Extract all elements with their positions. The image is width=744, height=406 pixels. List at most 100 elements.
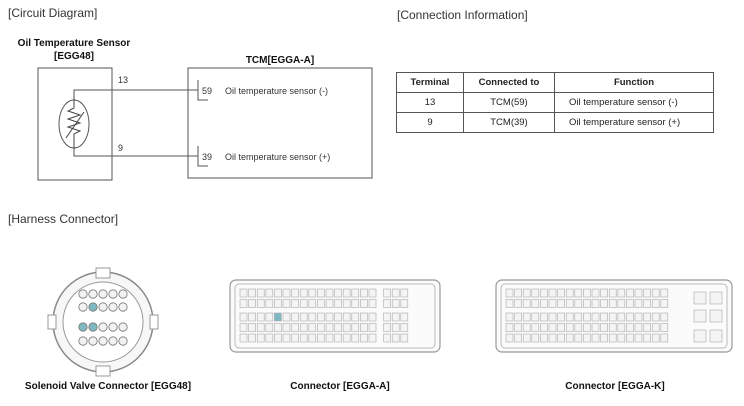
- connector-pin: [256, 288, 265, 298]
- connector-pin: [651, 299, 660, 308]
- connector-pin: [368, 333, 377, 343]
- connector-pin: [557, 299, 565, 308]
- connector-pin: [248, 323, 256, 332]
- connector-pin: [78, 336, 88, 346]
- connector-pin: [591, 299, 600, 308]
- connector-pin: [634, 312, 643, 322]
- connector-pin: [78, 289, 88, 299]
- connector-pin: [505, 288, 514, 298]
- connector-pin: [265, 288, 274, 298]
- connector-pin: [351, 333, 360, 343]
- caption-egg48: Solenoid Valve Connector [EGG48]: [24, 381, 192, 392]
- connector-pin: [651, 312, 660, 322]
- connector-pin: [522, 312, 531, 322]
- header-connected-to: Connected to: [463, 72, 555, 93]
- connector-pin: [608, 299, 617, 308]
- connector-pin: [239, 299, 248, 308]
- connector-pin: [317, 333, 325, 343]
- connector-pin: [342, 299, 351, 308]
- connector-pin: [108, 302, 118, 312]
- connector-pin: [299, 288, 308, 298]
- connector-pin-large: [709, 329, 723, 343]
- connector-pin: [617, 288, 626, 298]
- connector-pin: [325, 333, 334, 343]
- connector-pin: [583, 323, 591, 332]
- connector-pin: [557, 312, 565, 322]
- connector-pin: [368, 299, 377, 308]
- connector-pin: [368, 288, 377, 298]
- connector-pin: [308, 333, 317, 343]
- connector-pin: [565, 299, 574, 308]
- tcm-box: [187, 67, 373, 179]
- connector-pin: [514, 323, 522, 332]
- connector-pin: [660, 312, 669, 322]
- tcm-pin-bracket-upper: [197, 80, 208, 101]
- connector-pin: [239, 323, 248, 332]
- connector-pin: [400, 323, 409, 332]
- connector-pin: [351, 288, 360, 298]
- connector-pin: [308, 312, 317, 322]
- connector-pin: [274, 323, 282, 332]
- connector-pin: [391, 323, 400, 332]
- connector-pin: [98, 322, 108, 332]
- circuit-diagram-title: [Circuit Diagram]: [8, 6, 98, 20]
- connector-egga-a-drawing: [229, 279, 441, 353]
- connector-pin: [291, 299, 299, 308]
- connector-pin: [334, 299, 342, 308]
- connector-pin: [88, 302, 98, 312]
- connector-pin: [540, 333, 548, 343]
- connector-pin: [308, 323, 317, 332]
- connector-pin: [239, 312, 248, 322]
- connector-pin: [540, 288, 548, 298]
- connector-pin: [660, 333, 669, 343]
- connector-pin: [256, 312, 265, 322]
- connector-pin: [608, 288, 617, 298]
- connector-pin: [291, 333, 299, 343]
- connector-pin: [274, 333, 282, 343]
- connector-pin: [557, 288, 565, 298]
- connector-pin: [342, 312, 351, 322]
- connector-pin: [548, 312, 557, 322]
- connector-pin: [565, 333, 574, 343]
- connector-pin: [342, 288, 351, 298]
- connector-pin: [256, 333, 265, 343]
- connector-pin: [88, 336, 98, 346]
- connector-pin: [651, 288, 660, 298]
- connector-pin: [108, 336, 118, 346]
- connector-pin: [643, 288, 651, 298]
- connector-pin: [617, 299, 626, 308]
- connector-pin: [391, 299, 400, 308]
- connector-pin: [514, 333, 522, 343]
- connector-pin: [651, 333, 660, 343]
- connector-pin: [291, 323, 299, 332]
- connector-pin: [291, 312, 299, 322]
- connector-pin: [88, 289, 98, 299]
- connector-pin: [531, 333, 540, 343]
- connector-pin: [522, 333, 531, 343]
- connector-pin: [108, 322, 118, 332]
- connector-pin: [383, 333, 391, 343]
- connector-pin: [600, 299, 608, 308]
- connector-pin: [548, 323, 557, 332]
- table-row: 13 TCM(59) Oil temperature sensor (-): [396, 92, 714, 113]
- pin-label-9: 9: [118, 143, 123, 153]
- connector-pin: [391, 312, 400, 322]
- connection-table: Terminal Connected to Function 13 TCM(59…: [396, 72, 714, 133]
- connector-pin: [514, 299, 522, 308]
- connector-pin: [643, 323, 651, 332]
- connector-pin: [505, 333, 514, 343]
- connector-pin: [608, 333, 617, 343]
- connector-pin: [565, 288, 574, 298]
- connector-pin: [548, 333, 557, 343]
- connector-pin: [617, 312, 626, 322]
- connector-pin: [626, 288, 634, 298]
- connector-pin: [643, 333, 651, 343]
- connector-pin: [626, 312, 634, 322]
- connector-pin: [360, 333, 368, 343]
- connector-pin: [660, 288, 669, 298]
- connector-pin-large: [693, 309, 707, 323]
- connector-pin: [626, 323, 634, 332]
- connector-pin: [643, 312, 651, 322]
- resistor-symbol: [66, 96, 82, 150]
- connector-pin: [308, 299, 317, 308]
